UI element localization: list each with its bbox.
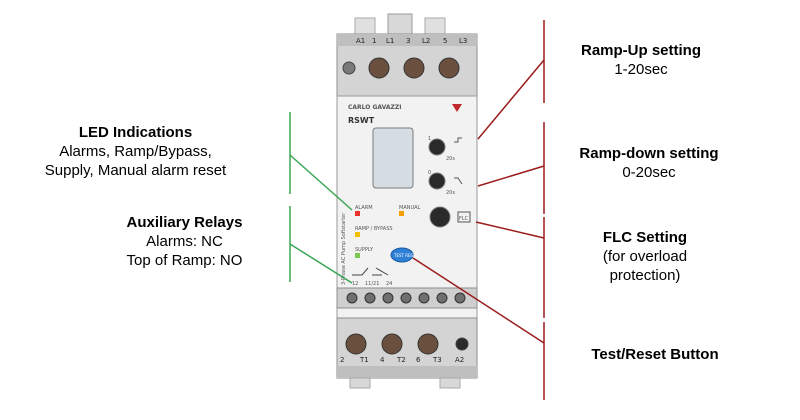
- top-terminal-label-5: 5: [443, 37, 447, 45]
- flc-title: FLC Setting: [602, 229, 688, 246]
- bottom-terminal-screws: [345, 333, 469, 355]
- aux-callout: Auxiliary Relays Alarms: NC Top of Ramp:…: [92, 214, 277, 270]
- bottom-terminal-label-6: 6: [416, 356, 421, 364]
- aux-title: Auxiliary Relays: [126, 214, 243, 231]
- flc-box-label: FLC: [459, 216, 469, 222]
- aux-detail-2: Top of Ramp: NO: [126, 251, 243, 269]
- flc-leader: [475, 221, 545, 239]
- brand-logo-icon: [452, 104, 462, 112]
- relay-schematic: [352, 267, 389, 276]
- relay-terminal-screws: [346, 292, 466, 304]
- led-detail-2: Supply, Manual alarm reset: [44, 161, 227, 179]
- ramp-up-detail: 1-20sec: [614, 60, 668, 78]
- led-title: LED Indications: [78, 124, 193, 141]
- display-window: [372, 127, 414, 189]
- relay-terminal-12: 12: [352, 281, 358, 287]
- softstarter-device: [336, 13, 478, 389]
- bottom-terminal-label-t3: T3: [432, 356, 442, 364]
- ramp-up-callout: Ramp-Up setting 1-20sec: [566, 42, 716, 80]
- bottom-terminal-label-a2: A2: [455, 356, 464, 364]
- led-leader: [289, 154, 353, 211]
- test-reset-callout: Test/Reset Button: [570, 346, 740, 365]
- ramp-up-leader: [477, 59, 545, 140]
- test-reset-button[interactable]: [390, 247, 414, 263]
- aux-leader: [289, 243, 353, 284]
- bottom-terminal-label-t2: T2: [396, 356, 406, 364]
- led-alarm-label: ALARM: [355, 205, 373, 211]
- test-reset-button-label: TEST RESET: [393, 253, 419, 258]
- top-terminal-label-3: 3: [406, 37, 410, 45]
- ramp-down-dial-max: 20s: [446, 190, 455, 196]
- led-alarm: [355, 211, 360, 216]
- led-detail-1: Alarms, Ramp/Bypass,: [59, 142, 212, 160]
- test-reset-title: Test/Reset Button: [591, 346, 719, 363]
- device-side-text: 3-Phase AC Pump Softstarter: [341, 212, 347, 285]
- ramp-down-detail: 0-20sec: [622, 163, 676, 181]
- led-supply-label: SUPPLY: [355, 247, 374, 253]
- ramp-up-dial[interactable]: [428, 138, 446, 156]
- red-callout-lines: [412, 20, 545, 400]
- model-text: RSWT: [348, 116, 375, 125]
- led-callout: LED Indications Alarms, Ramp/Bypass, Sup…: [8, 124, 263, 180]
- ramp-up-symbol-icon: [454, 137, 462, 143]
- flc-dial[interactable]: [429, 206, 451, 228]
- brand-text: CARLO GAVAZZI: [348, 104, 401, 111]
- ramp-up-dial-max: 20s: [446, 156, 455, 162]
- led-manual-label: MANUAL: [399, 205, 421, 211]
- top-terminal-screws: [342, 57, 460, 79]
- flc-detail-2: protection): [609, 266, 681, 284]
- ramp-down-callout: Ramp-down setting 0-20sec: [560, 145, 738, 183]
- flc-box: [457, 211, 471, 223]
- ramp-down-dial-min: 0: [428, 170, 431, 176]
- ramp-up-dial-min: 1: [428, 136, 431, 142]
- ramp-down-symbol-icon: [454, 177, 463, 185]
- relay-terminal-11-21: 11/21: [365, 281, 379, 287]
- ramp-up-title: Ramp-Up setting: [581, 42, 701, 59]
- bottom-terminal-label-2: 2: [340, 356, 344, 364]
- top-terminal-label-l3: L3: [459, 37, 467, 45]
- green-callout-lines: [289, 112, 353, 284]
- top-terminal-label-1: 1: [372, 37, 376, 45]
- test-reset-leader: [412, 257, 545, 344]
- top-terminal-label-l1: L1: [386, 37, 394, 45]
- led-ramp-bypass-label: RAMP / BYPASS: [355, 226, 393, 232]
- bottom-terminal-label-4: 4: [380, 356, 385, 364]
- ramp-down-dial[interactable]: [428, 172, 446, 190]
- bottom-terminal-label-t1: T1: [359, 356, 369, 364]
- top-terminal-label-l2: L2: [422, 37, 430, 45]
- led-ramp-bypass: [355, 232, 360, 237]
- ramp-down-leader: [477, 165, 545, 187]
- relay-terminal-24: 24: [386, 281, 392, 287]
- flc-callout: FLC Setting (for overload protection): [580, 229, 710, 285]
- led-manual: [399, 211, 404, 216]
- flc-detail-1: (for overload: [602, 247, 688, 265]
- led-supply: [355, 253, 360, 258]
- ramp-down-title: Ramp-down setting: [579, 145, 719, 162]
- top-terminal-label-a1: A1: [356, 37, 365, 45]
- aux-detail-1: Alarms: NC: [146, 232, 223, 250]
